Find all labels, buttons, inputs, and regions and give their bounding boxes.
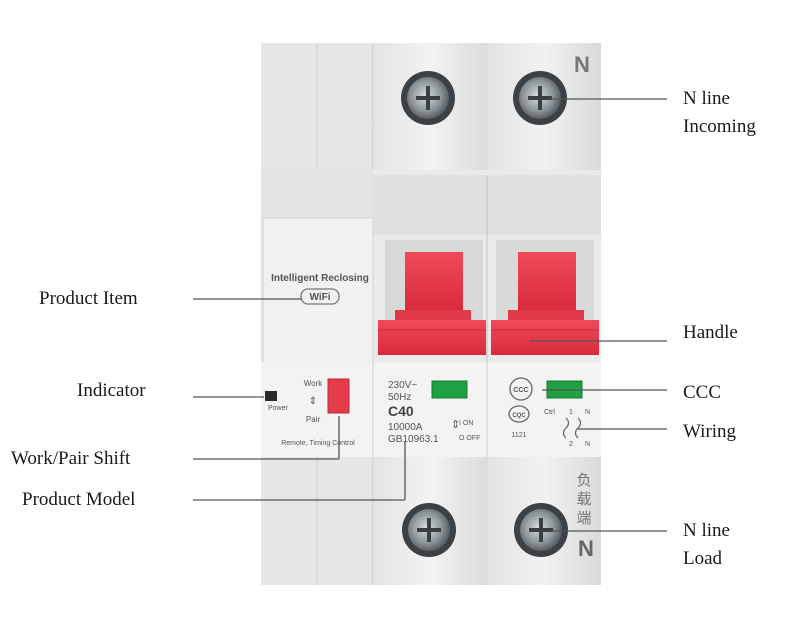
ccc-mark: CCC: [509, 377, 533, 401]
bottom-right-screw: [514, 503, 568, 557]
svg-text:N: N: [585, 441, 590, 448]
shift-arrows: ⇕: [309, 396, 317, 407]
callout-n-line-load-line1: N line: [683, 520, 730, 541]
cqc-mark: CQC: [508, 405, 530, 423]
power-indicator: [265, 391, 277, 401]
wifi-badge: WiFi: [309, 292, 330, 303]
svg-text:N: N: [585, 409, 590, 416]
on-arrow: ⇕: [451, 419, 460, 431]
callout-product-item: Product Item: [39, 288, 138, 309]
callout-n-line-incoming-line2: Incoming: [683, 116, 756, 137]
product-title: Intelligent Reclosing: [271, 273, 369, 284]
label-strip: [261, 362, 601, 457]
load-char-3: 端: [576, 510, 591, 527]
leader-lines: [193, 98, 667, 532]
wiring-diagram: Ctrl 1 N 2 N: [544, 409, 590, 448]
power-label: Power: [268, 405, 289, 412]
svg-text:CQC: CQC: [512, 413, 526, 419]
svg-text:Ctrl: Ctrl: [544, 409, 555, 416]
callout-work-pair-shift: Work/Pair Shift: [11, 448, 131, 469]
callout-n-line-incoming: N line Incoming: [683, 85, 756, 141]
left-status-window: [431, 380, 468, 399]
callout-n-line-load-line2: Load: [683, 548, 723, 569]
top-right-screw: [513, 71, 567, 125]
callout-ccc: CCC: [683, 382, 722, 403]
cqc-code: 1121: [511, 432, 526, 439]
product-item-panel: Intelligent Reclosing WiFi: [262, 217, 374, 369]
left-handle[interactable]: [378, 252, 486, 355]
callout-wiring: Wiring: [683, 421, 737, 442]
on-label: I ON: [459, 420, 473, 427]
callout-n-line-load: N line Load: [683, 517, 730, 573]
work-pair-switch[interactable]: [327, 378, 350, 414]
work-label: Work: [304, 379, 324, 388]
callout-product-model: Product Model: [22, 489, 136, 510]
svg-text:CCC: CCC: [513, 387, 528, 394]
callout-handle: Handle: [683, 322, 738, 343]
pair-label: Pair: [306, 415, 321, 424]
callout-n-line-incoming-line1: N line: [683, 88, 730, 109]
top-left-screw: [401, 71, 455, 125]
breaking-capacity: 10000A: [388, 422, 423, 433]
off-label: O OFF: [459, 435, 480, 442]
callout-indicator: Indicator: [77, 380, 146, 401]
bottom-n-mark: N: [578, 536, 594, 561]
top-n-mark: N: [574, 52, 590, 77]
rating-freq: 50Hz: [388, 392, 411, 403]
svg-text:2: 2: [569, 441, 573, 448]
remote-label: Remote, Timing Control: [281, 440, 355, 447]
bottom-left-screw: [402, 503, 456, 557]
load-char-1: 负: [576, 472, 591, 489]
model-text: C40: [388, 403, 414, 419]
load-char-2: 载: [576, 491, 591, 508]
svg-text:1: 1: [569, 409, 573, 416]
standard-text: GB10963.1: [388, 434, 439, 445]
right-handle[interactable]: [491, 252, 599, 355]
rating-voltage: 230V~: [388, 380, 417, 391]
